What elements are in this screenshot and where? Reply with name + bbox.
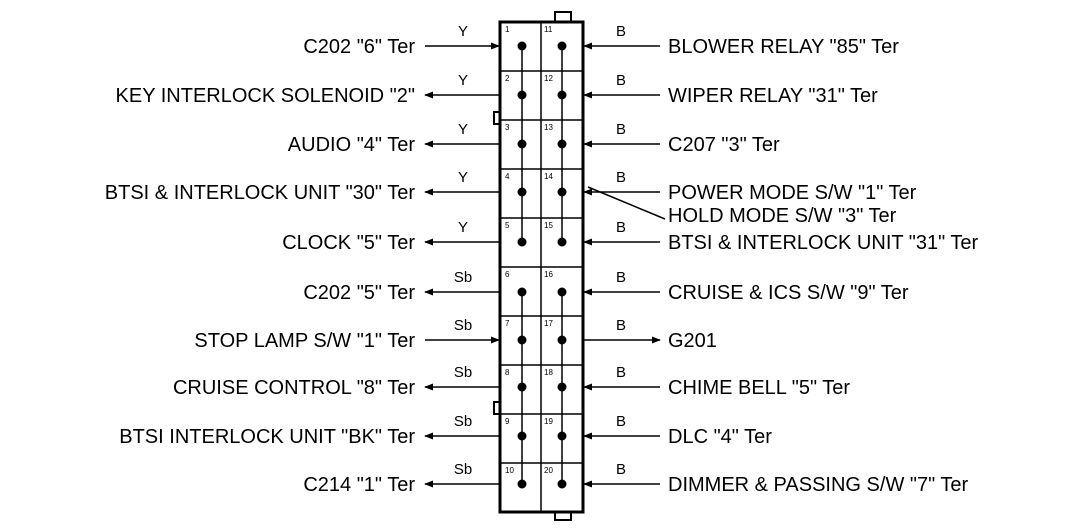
wire-color-code: Sb bbox=[454, 364, 472, 381]
pin-dot bbox=[517, 431, 527, 441]
wire-label: BTSI & INTERLOCK UNIT "30" Ter bbox=[105, 182, 416, 204]
wire-label: C202 "6" Ter bbox=[303, 36, 415, 58]
wire-label: BLOWER RELAY "85" Ter bbox=[668, 36, 899, 58]
wire-color-code: B bbox=[616, 461, 626, 478]
pin-dot bbox=[517, 41, 527, 51]
wire-color-code: B bbox=[616, 269, 626, 286]
pin-number: 12 bbox=[544, 74, 553, 83]
pin-dot bbox=[517, 287, 527, 297]
wire-color-code: Y bbox=[458, 121, 468, 138]
wire-label: AUDIO "4" Ter bbox=[288, 134, 416, 156]
wire-color-code: Y bbox=[458, 72, 468, 89]
wire-label: G201 bbox=[668, 330, 717, 352]
pin-number: 1 bbox=[505, 25, 510, 34]
wire-label: C214 "1" Ter bbox=[303, 474, 415, 496]
pin-dot bbox=[517, 187, 527, 197]
pin-number: 19 bbox=[544, 417, 553, 426]
pin-number: 13 bbox=[544, 123, 553, 132]
pin-dot bbox=[557, 287, 567, 297]
pin-number: 5 bbox=[505, 221, 510, 230]
wire-label: CLOCK "5" Ter bbox=[282, 232, 415, 254]
wire-color-code: B bbox=[616, 121, 626, 138]
wire-color-code: B bbox=[616, 317, 626, 334]
pin-number: 6 bbox=[505, 270, 510, 279]
pin-dot bbox=[557, 479, 567, 489]
pin-dot bbox=[557, 90, 567, 100]
pin-dot bbox=[557, 139, 567, 149]
pin-dot bbox=[557, 237, 567, 247]
wire-color-code: B bbox=[616, 413, 626, 430]
wire-label: CRUISE CONTROL "8" Ter bbox=[173, 377, 415, 399]
pin-number: 3 bbox=[505, 123, 510, 132]
pin-number: 10 bbox=[505, 466, 514, 475]
pin-dot bbox=[557, 187, 567, 197]
wire-label: DIMMER & PASSING S/W "7" Ter bbox=[668, 474, 969, 496]
pin-number: 9 bbox=[505, 417, 510, 426]
pin-dot bbox=[557, 335, 567, 345]
wire-color-code: B bbox=[616, 72, 626, 89]
pin-number: 15 bbox=[544, 221, 553, 230]
connector-bottom-latch bbox=[554, 511, 572, 521]
pin-number: 2 bbox=[505, 74, 510, 83]
pin-number: 4 bbox=[505, 172, 510, 181]
wire-label: BTSI & INTERLOCK UNIT "31" Ter bbox=[668, 232, 979, 254]
pin-dot bbox=[557, 41, 567, 51]
wire-label: WIPER RELAY "31" Ter bbox=[668, 85, 878, 107]
pin-number: 7 bbox=[505, 319, 510, 328]
pin-dot bbox=[517, 237, 527, 247]
wire-color-code: B bbox=[616, 219, 626, 236]
pin-number: 20 bbox=[544, 466, 553, 475]
pin-dot bbox=[517, 479, 527, 489]
pin-number: 18 bbox=[544, 368, 553, 377]
wire-color-code: Sb bbox=[454, 461, 472, 478]
wire-color-code: Y bbox=[458, 23, 468, 40]
wire-label: DLC "4" Ter bbox=[668, 426, 772, 448]
pin-dot bbox=[557, 431, 567, 441]
hold-mode-label: HOLD MODE S/W "3" Ter bbox=[668, 205, 897, 227]
wire-label: BTSI INTERLOCK UNIT "BK" Ter bbox=[119, 426, 415, 448]
pin-number: 17 bbox=[544, 319, 553, 328]
pin-dot bbox=[517, 90, 527, 100]
pin-dot bbox=[557, 382, 567, 392]
connector-side-key-upper bbox=[493, 111, 501, 125]
wire-color-code: B bbox=[616, 169, 626, 186]
hold-mode-lead bbox=[587, 186, 666, 220]
connector-side-key-lower bbox=[493, 401, 501, 415]
wire-color-code: Y bbox=[458, 219, 468, 236]
wire-color-code: Sb bbox=[454, 413, 472, 430]
wire-label: C202 "5" Ter bbox=[303, 282, 415, 304]
wire-color-code: Sb bbox=[454, 269, 472, 286]
connector-top-latch bbox=[554, 11, 572, 23]
pin-number: 8 bbox=[505, 368, 510, 377]
wire-color-code: Sb bbox=[454, 317, 472, 334]
pin-dot bbox=[517, 382, 527, 392]
pin-number: 14 bbox=[544, 172, 553, 181]
wire-label: KEY INTERLOCK SOLENOID "2" bbox=[116, 85, 415, 107]
wire-color-code: Y bbox=[458, 169, 468, 186]
wire-label: STOP LAMP S/W "1" Ter bbox=[194, 330, 415, 352]
wire-color-code: B bbox=[616, 23, 626, 40]
wire-color-code: B bbox=[616, 364, 626, 381]
wire-label: C207 "3" Ter bbox=[668, 134, 780, 156]
wire-label: CHIME BELL "5" Ter bbox=[668, 377, 850, 399]
pin-dot bbox=[517, 139, 527, 149]
pin-number: 16 bbox=[544, 270, 553, 279]
pin-number: 11 bbox=[544, 25, 553, 34]
connector-body bbox=[493, 11, 585, 521]
wire-label: POWER MODE S/W "1" Ter bbox=[668, 182, 917, 204]
wire-label: CRUISE & ICS S/W "9" Ter bbox=[668, 282, 909, 304]
pin-dot bbox=[517, 335, 527, 345]
